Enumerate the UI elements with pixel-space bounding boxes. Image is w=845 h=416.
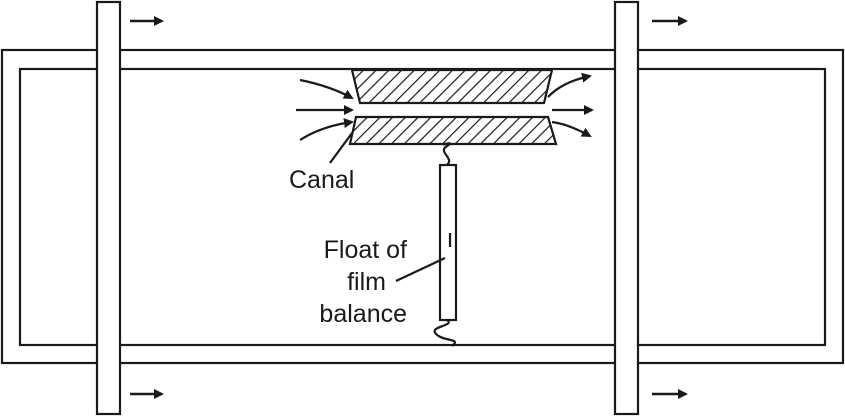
trough-outer-wall [0,48,845,365]
right-barrier [613,0,640,416]
float-leader-line [395,257,446,282]
float-label-line3: balance [319,300,407,328]
canal-upper-block [350,68,554,105]
film-balance-float [438,163,458,322]
outflow-arrow-bottom [551,120,592,137]
inflow-arrow-bottom [299,118,354,141]
trough-inner-wall [18,67,827,347]
inflow-arrow-top [299,78,354,99]
canal-label: Canal [289,166,354,194]
canal-leader-line [329,132,353,164]
float-label-line1: Float of [324,236,407,264]
canal-lower-block [348,115,558,146]
float-thread-bottom [433,319,456,347]
float-label-line2: film [347,268,386,296]
outflow-arrow-top [547,72,592,98]
left-barrier [95,0,122,416]
float-thread-top [442,142,451,166]
